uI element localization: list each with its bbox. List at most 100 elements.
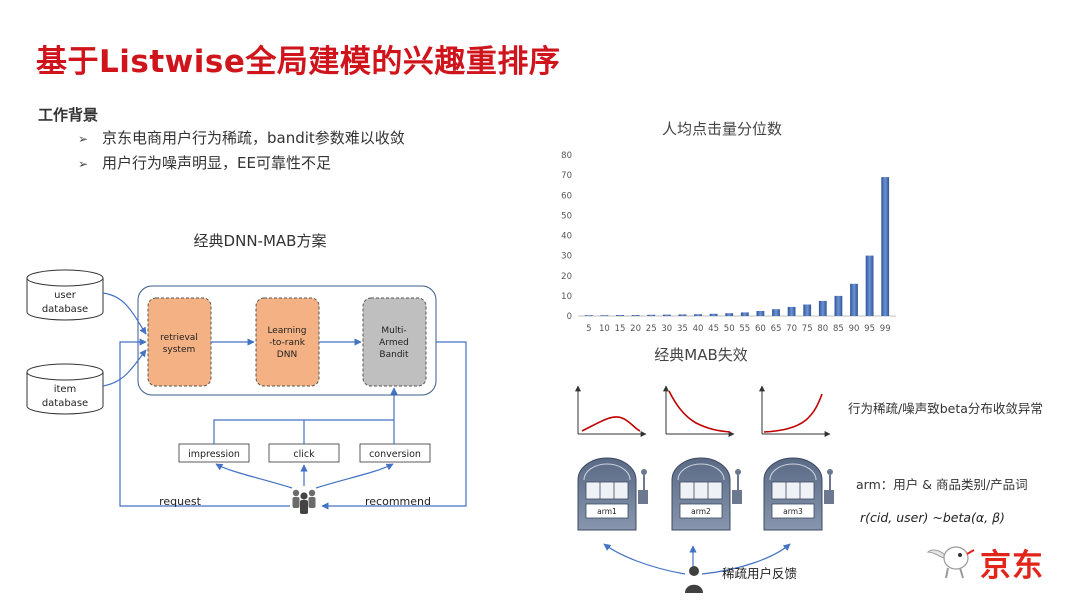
user-database: user database — [26, 269, 104, 321]
y-tick-label: 80 — [561, 151, 572, 161]
beta-curve-plot — [575, 385, 647, 437]
y-tick-label: 50 — [561, 211, 572, 221]
x-tick-label: 20 — [630, 324, 641, 334]
recommend-arrow — [321, 341, 467, 510]
mab-label: Multi- — [381, 326, 406, 336]
item-database: item database — [26, 363, 104, 415]
arrow-bullet-icon: ➢ — [78, 132, 89, 146]
bar — [803, 304, 812, 316]
arrow — [701, 543, 791, 575]
x-tick-label: 5 — [586, 324, 591, 334]
arm-label: arm3 — [783, 507, 803, 516]
x-tick-label: 30 — [661, 324, 672, 334]
x-tick-label: 55 — [739, 324, 750, 334]
dnn-mab-title: 经典DNN-MAB方案 — [194, 232, 327, 250]
pipeline-container — [137, 285, 437, 396]
slot-machines: arm1 arm2 arm3 — [577, 457, 834, 531]
y-tick-label: 40 — [561, 232, 572, 242]
arrow — [102, 349, 147, 387]
x-tick-label: 60 — [755, 324, 766, 334]
bar — [772, 309, 780, 316]
y-tick-label: 60 — [561, 191, 572, 201]
arm-label: arm2 — [691, 507, 711, 516]
slot-machine-icon: arm1 — [577, 457, 648, 531]
retrieval-label: system — [163, 345, 196, 355]
bar — [740, 312, 749, 316]
x-tick-label: 15 — [615, 324, 626, 334]
x-tick-label: 99 — [880, 324, 891, 334]
bar — [616, 315, 624, 316]
bar — [647, 314, 656, 316]
mab-box — [362, 297, 427, 387]
slot-machine-icon: arm2 — [671, 457, 742, 531]
y-tick-label: 0 — [567, 312, 572, 322]
bullet-text: 京东电商用户行为稀疏，bandit参数难以收敛 — [102, 129, 405, 147]
bullet-item: ➢ 京东电商用户行为稀疏，bandit参数难以收敛 — [78, 126, 405, 151]
bar — [678, 314, 687, 316]
conversion-label: conversion — [369, 449, 421, 460]
dnn-mab-diagram: 经典DNN-MAB方案 user database item database … — [26, 232, 467, 514]
bar — [584, 315, 593, 316]
arrow-bullet-icon: ➢ — [78, 157, 89, 171]
user-db-label: user — [54, 290, 77, 301]
background-bullets: ➢ 京东电商用户行为稀疏，bandit参数难以收敛 ➢ 用户行为噪声明显，EE可靠性… — [78, 126, 405, 176]
jd-logo: 京东 — [926, 540, 1056, 584]
click-label: click — [293, 449, 315, 460]
mab-label: Armed — [379, 338, 409, 348]
x-tick-label: 90 — [849, 324, 860, 334]
bar — [865, 255, 874, 316]
arrow — [215, 463, 293, 489]
arrow — [315, 463, 394, 489]
x-tick-label: 40 — [693, 324, 704, 334]
mab-label: Bandit — [379, 350, 409, 360]
arm-label: arm1 — [597, 507, 617, 516]
user-db-label: database — [42, 304, 88, 315]
mab-failure-title: 经典MAB失效 — [654, 346, 748, 364]
item-db-label: database — [42, 398, 88, 409]
y-tick-label: 70 — [561, 171, 572, 181]
item-db-label: item — [54, 384, 77, 395]
impression-label: impression — [188, 449, 240, 460]
x-tick-label: 50 — [724, 324, 735, 334]
bar — [881, 177, 890, 316]
ltr-label: Learning — [267, 326, 306, 336]
curve-caption: 行为稀疏/噪声致beta分布收敛异常 — [848, 401, 1043, 416]
formula: r(cid, user) ~beta(α, β) — [860, 510, 1005, 525]
arrow — [213, 419, 394, 444]
users-group-icon — [292, 489, 316, 514]
x-tick-label: 95 — [864, 324, 875, 334]
user-icon — [685, 566, 703, 593]
beta-curve-plot — [663, 385, 735, 437]
x-tick-label: 35 — [677, 324, 688, 334]
x-tick-label: 75 — [802, 324, 813, 334]
slot-machine-icon: arm3 — [763, 457, 834, 531]
bullet-text: 用户行为噪声明显，EE可靠性不足 — [102, 154, 331, 172]
arm-caption: arm：用户 & 商品类别/产品词 — [856, 477, 1028, 492]
feedback-label: 稀疏用户反馈 — [722, 566, 797, 581]
x-tick-label: 65 — [771, 324, 782, 334]
x-tick-label: 70 — [786, 324, 797, 334]
request-arrow — [119, 338, 290, 507]
arrow — [603, 543, 686, 575]
x-tick-label: 10 — [599, 324, 610, 334]
x-tick-label: 85 — [833, 324, 844, 334]
bar — [662, 314, 671, 316]
background-heading: 工作背景 — [38, 106, 99, 124]
bar — [756, 311, 765, 316]
arrow — [102, 292, 147, 335]
jd-logo-text: 京东 — [980, 548, 1044, 584]
bar — [834, 295, 843, 316]
bar — [694, 314, 702, 316]
x-tick-label: 45 — [708, 324, 719, 334]
jd-mascot-icon — [926, 546, 975, 579]
ltr-label: -to-rank — [269, 338, 306, 348]
y-tick-label: 20 — [561, 272, 572, 282]
ltr-label: DNN — [277, 350, 297, 360]
retrieval-label: retrieval — [160, 333, 198, 343]
bar — [600, 315, 609, 316]
beta-curve-plot — [759, 385, 831, 437]
